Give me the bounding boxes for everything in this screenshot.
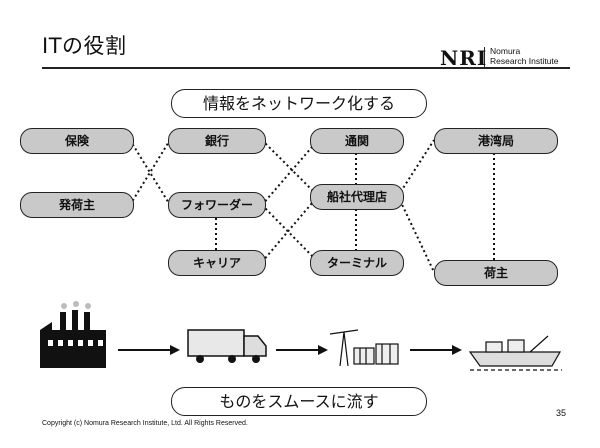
link-forwarder-customs: [261, 139, 319, 206]
truck-icon: [187, 329, 267, 363]
flow-banner: ものをスムースに流す: [171, 387, 427, 416]
link-agent-consignee: [397, 195, 435, 273]
slide-title: ITの役割: [42, 34, 127, 58]
nri-logo-mark: NRI: [440, 46, 488, 70]
link-forwarder-terminal: [261, 204, 319, 263]
title-rule: [42, 67, 570, 69]
logo-name-line1: Nomura: [490, 46, 521, 56]
arrow-icon: [118, 345, 180, 355]
node-ship-agent: 船社代理店: [310, 184, 404, 210]
factory-icon: [40, 301, 106, 368]
crane-warehouse-icon: [329, 329, 399, 367]
page-number: 35: [556, 408, 567, 418]
node-bank: 銀行: [168, 128, 266, 154]
node-insurance: 保険: [20, 128, 134, 154]
link-agent-port: [397, 139, 435, 197]
logo-name-line2: Research Institute: [490, 56, 559, 66]
node-consignee: 荷主: [434, 260, 558, 286]
arrow-icon: [276, 345, 328, 355]
ship-icon: [468, 335, 562, 371]
node-port-authority: 港湾局: [434, 128, 558, 154]
logo-divider: [484, 47, 485, 67]
nri-logo-name: Nomura Research Institute: [490, 46, 559, 66]
node-terminal: ターミナル: [310, 250, 404, 276]
node-shipper-origin: 発荷主: [20, 192, 134, 218]
node-forwarder: フォワーダー: [168, 192, 266, 218]
node-customs: 通関: [310, 128, 404, 154]
link-bank-agent: [261, 139, 319, 197]
network-banner: 情報をネットワーク化する: [171, 89, 427, 118]
arrow-icon: [410, 345, 462, 355]
node-carrier: キャリア: [168, 250, 266, 276]
copyright-text: Copyright (c) Nomura Research Institute,…: [42, 420, 248, 427]
